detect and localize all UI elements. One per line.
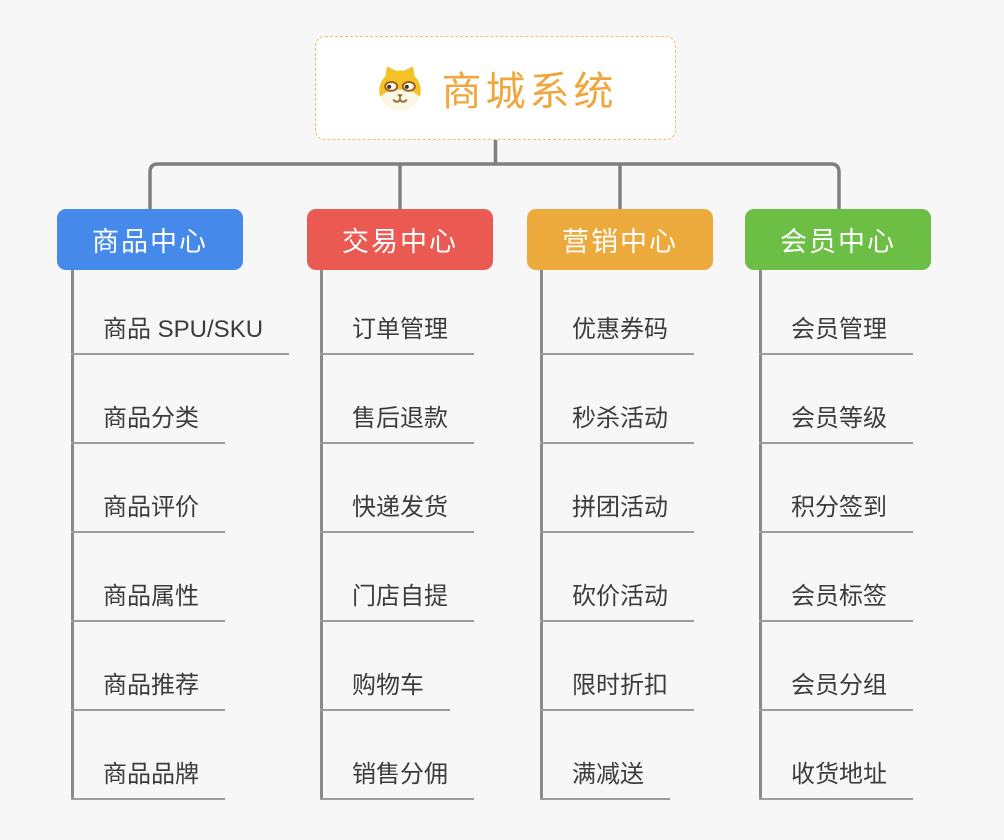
leaf-node[interactable]: 会员标签	[759, 580, 913, 622]
branch-node-trade-center[interactable]: 交易中心	[307, 209, 493, 270]
leaf-node[interactable]: 优惠券码	[540, 313, 694, 355]
leaf-node[interactable]: 会员等级	[759, 402, 913, 444]
leaf-node[interactable]: 商品品牌	[71, 758, 225, 800]
branch-node-marketing-center[interactable]: 营销中心	[527, 209, 713, 270]
leaf-node[interactable]: 会员分组	[759, 669, 913, 711]
leaf-node[interactable]: 商品推荐	[71, 669, 225, 711]
leaf-node[interactable]: 秒杀活动	[540, 402, 694, 444]
leaf-node[interactable]: 订单管理	[320, 313, 474, 355]
leaf-node[interactable]: 商品评价	[71, 491, 225, 533]
branch-spine	[759, 270, 762, 800]
root-node-label: 商城系统	[441, 70, 618, 114]
leaf-node[interactable]: 商品分类	[71, 402, 225, 444]
outer-bracket-connector	[148, 162, 841, 210]
root-node[interactable]: 商城系统	[315, 36, 676, 140]
shiba-dog-icon	[378, 66, 421, 111]
leaf-node[interactable]: 砍价活动	[540, 580, 694, 622]
leaf-node[interactable]: 会员管理	[759, 313, 913, 355]
leaf-node[interactable]: 商品 SPU/SKU	[71, 313, 290, 355]
branch-spine	[540, 270, 543, 800]
leaf-node[interactable]: 满减送	[540, 758, 670, 800]
leaf-node[interactable]: 商品属性	[71, 580, 225, 622]
branch-spine	[71, 270, 74, 800]
leaf-node[interactable]: 拼团活动	[540, 491, 694, 533]
leaf-node[interactable]: 售后退款	[320, 402, 474, 444]
leaf-node[interactable]: 快递发货	[320, 491, 474, 533]
leaf-node[interactable]: 销售分佣	[320, 758, 474, 800]
branch-spine	[320, 270, 323, 800]
leaf-node[interactable]: 购物车	[320, 669, 450, 711]
leaf-node[interactable]: 门店自提	[320, 580, 474, 622]
leaf-node[interactable]: 收货地址	[759, 758, 913, 800]
branch-node-member-center[interactable]: 会员中心	[745, 209, 931, 270]
leaf-node[interactable]: 积分签到	[759, 491, 913, 533]
branch-node-product-center[interactable]: 商品中心	[57, 209, 243, 270]
leaf-node[interactable]: 限时折扣	[540, 669, 694, 711]
